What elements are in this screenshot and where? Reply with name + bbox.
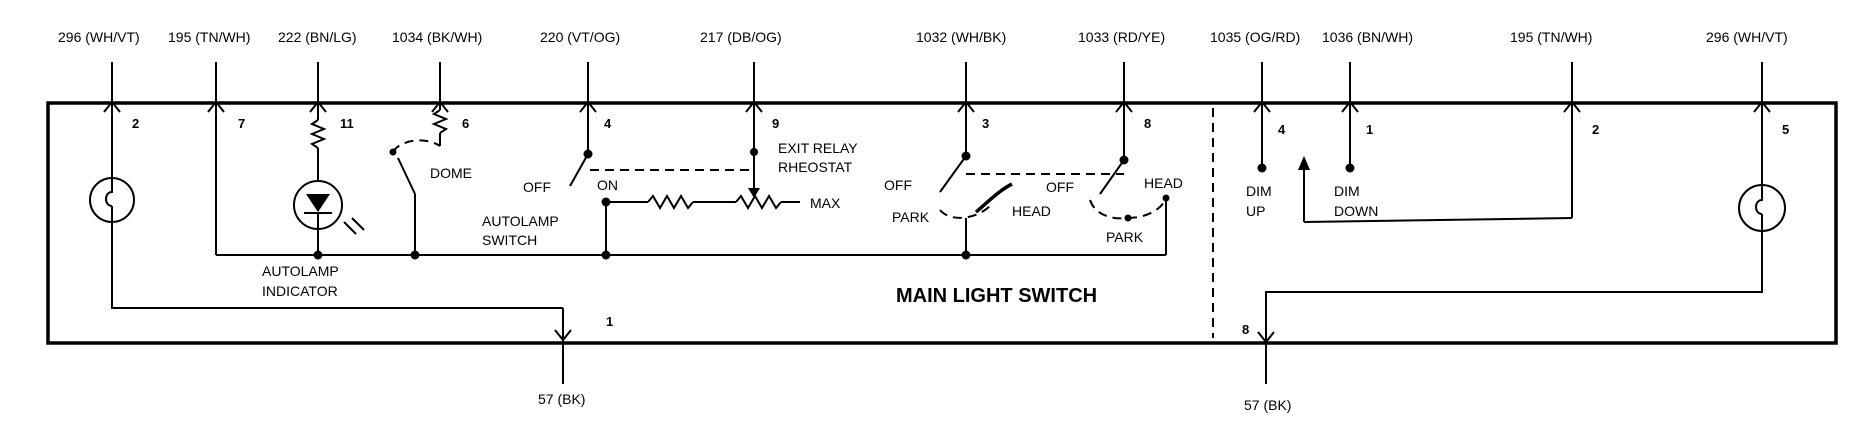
autolamp-indicator-label: AUTOLAMP: [262, 263, 339, 279]
pin-number: 6: [462, 116, 469, 131]
wire-label-296-left: 296 (WH/VT): [58, 29, 140, 45]
sw3-park-label: PARK: [892, 209, 930, 225]
dim-up-label: DIM: [1246, 183, 1272, 199]
dim-down-label: DOWN: [1334, 203, 1378, 219]
wire-label-222: 222 (BN/LG): [278, 29, 357, 45]
autolamp-off-label: OFF: [523, 179, 551, 195]
autolamp-switch-label: SWITCH: [482, 232, 537, 248]
wire-label-195-right: 195 (TN/WH): [1510, 29, 1592, 45]
headlamp-switch-3: [939, 151, 1124, 255]
pin-number: 7: [238, 116, 245, 131]
wire-label-195-left: 195 (TN/WH): [168, 29, 250, 45]
dimmer-rheostat: [1257, 156, 1573, 223]
exit-relay-label: EXIT RELAY: [778, 140, 858, 156]
pin-number: 9: [772, 116, 779, 131]
left-bulb-ground-wire: [111, 222, 563, 309]
pin-number: 3: [982, 116, 989, 131]
sw8-off-label: OFF: [1046, 179, 1074, 195]
ground-connector-2: [1257, 292, 1275, 384]
dome-label: DOME: [430, 165, 472, 181]
wire-label-1034: 1034 (BK/WH): [392, 29, 482, 45]
ground-connector-1: [554, 308, 572, 384]
pin-number: 2: [132, 116, 139, 131]
pin-numbers: 2 7 11 6 4 9 3 8 4 1 2 5 1 8: [132, 116, 1789, 337]
wire-label-296-right: 296 (WH/VT): [1706, 29, 1788, 45]
headlamp-switch-8: [1089, 155, 1170, 255]
autolamp-indicator-label: INDICATOR: [262, 283, 338, 299]
right-bulb-ground-wire: [1265, 231, 1763, 330]
autolamp-switch-label: AUTOLAMP: [482, 213, 559, 229]
dome-switch: [389, 109, 449, 255]
autolamp-on-label: ON: [597, 177, 618, 193]
sw8-park-label: PARK: [1106, 229, 1144, 245]
pin-number: 5: [1782, 122, 1789, 137]
sw3-head-label: HEAD: [1012, 203, 1051, 219]
pin-number: 11: [340, 116, 354, 131]
rheostat-label: RHEOSTAT: [778, 159, 853, 175]
sw8-head-label: HEAD: [1144, 175, 1183, 191]
autolamp-switch: [569, 149, 800, 255]
top-connectors: [103, 62, 1771, 255]
pin-number: 2: [1592, 122, 1599, 137]
wire-label-1036: 1036 (BN/WH): [1322, 29, 1413, 45]
main-light-switch-title: MAIN LIGHT SWITCH: [896, 285, 1097, 307]
pin-number: 1: [606, 314, 613, 329]
pin-number: 4: [1278, 122, 1286, 137]
pin-number: 4: [604, 116, 612, 131]
switch-housing: [46, 101, 1838, 345]
top-wire-labels: 296 (WH/VT) 195 (TN/WH) 222 (BN/LG) 1034…: [58, 29, 1788, 45]
dim-down-label: DIM: [1334, 183, 1360, 199]
wire-label-1033: 1033 (RD/YE): [1078, 29, 1165, 45]
wire-label-1032: 1032 (WH/BK): [916, 29, 1006, 45]
wire-label-220: 220 (VT/OG): [540, 29, 620, 45]
exit-relay-rheostat: [748, 148, 760, 198]
ground-wire-label-2: 57 (BK): [1244, 397, 1291, 413]
wire-label-217: 217 (DB/OG): [700, 29, 782, 45]
wire-label-1035: 1035 (OG/RD): [1210, 29, 1300, 45]
sw3-off-label: OFF: [884, 177, 912, 193]
pin-number: 8: [1144, 116, 1151, 131]
pin-number: 1: [1366, 122, 1373, 137]
right-panel-bulb-icon: [1738, 184, 1786, 232]
ground-wire-label-1: 57 (BK): [538, 391, 585, 407]
left-panel-bulb-icon: [89, 177, 135, 223]
dim-up-label: UP: [1246, 203, 1265, 219]
pin-number: 8: [1242, 322, 1249, 337]
max-label: MAX: [810, 195, 841, 211]
autolamp-indicator-led-icon: [293, 119, 365, 255]
